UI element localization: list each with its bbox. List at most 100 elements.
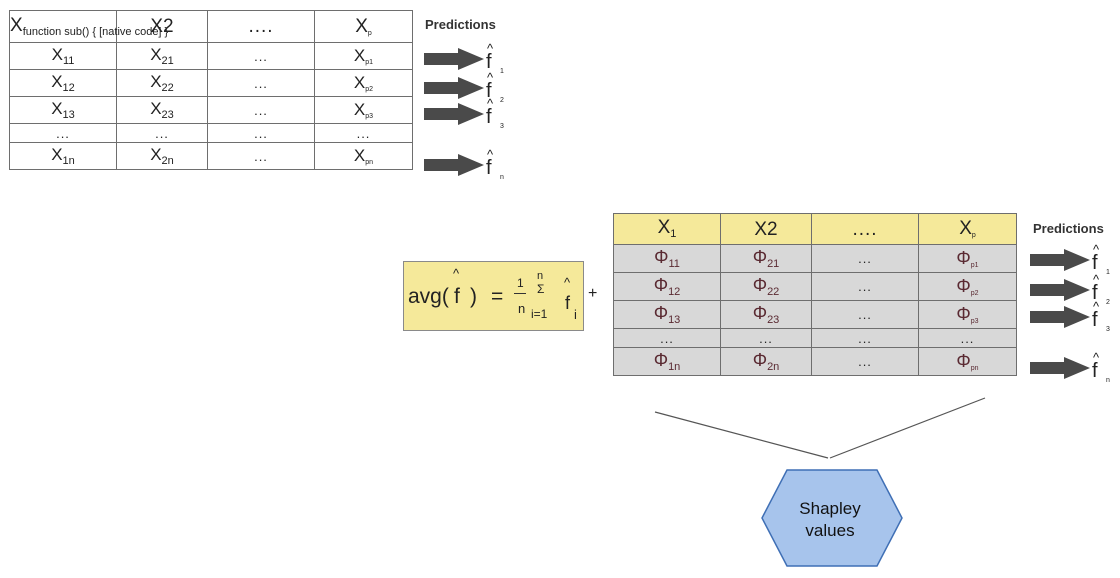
cell: Φ23 [720,300,812,329]
header-dots: .... [207,10,315,43]
header-xp: Xp [918,213,1017,245]
formula-numerator: 1 [517,276,524,290]
cell: ... [811,300,919,329]
cell: Φ1n [613,347,721,376]
formula-avg: avg( [408,285,449,308]
connector-line-right [829,397,986,459]
cell: Φp2 [918,272,1017,301]
average-prediction-formula: avg( ^ f ) = 1 n n Σ i=1 ^ f i [403,261,584,331]
table-row: X1n X2n ... Xpn [9,142,413,170]
arrow-icon [1030,249,1090,271]
cell: ... [207,42,315,70]
cell: X13 [9,96,117,124]
cell: ... [613,328,721,348]
cell: ... [207,69,315,97]
cell: X23 [116,96,208,124]
table-row: Φ11 Φ21 ... Φp1 [613,244,1017,273]
cell: ... [918,328,1017,348]
cell: Φ13 [613,300,721,329]
cell: ... [207,123,315,143]
sigma-icon: Σ [537,282,545,296]
formula-close: ) [470,285,477,308]
cell: Xp1 [314,42,413,70]
connector-line-left [654,411,829,459]
shapley-values-label: Shapley values [770,498,890,542]
table-row: X13 X23 ... Xp3 [9,96,413,124]
cell: X12 [9,69,117,97]
header-xp: Xp [314,10,413,43]
fraction-bar [514,293,526,294]
plus-sign: + [588,285,598,302]
hat-symbol: ^ [453,266,460,281]
table-row: X12 X22 ... Xp2 [9,69,413,97]
formula-fi-sub: i [574,307,577,322]
header-x1: X1 [613,213,721,245]
shapley-table-header-row: X1 X2 .... Xp [613,213,1017,245]
cell: X1n [9,142,117,170]
predictions-label: Predictions [425,17,496,32]
cell: Xp2 [314,69,413,97]
arrow-icon [1030,357,1090,379]
arrow-icon [1030,279,1090,301]
cell: Φpn [918,347,1017,376]
arrow-icon [1030,306,1090,328]
cell: Φ2n [720,347,812,376]
feature-table: Xfunction sub() { [native code] } X2 ...… [9,10,413,170]
arrow-icon [424,103,484,125]
cell: X22 [116,69,208,97]
feature-table-header-row: Xfunction sub() { [native code] } X2 ...… [9,10,413,43]
hat-symbol: ^ [564,275,571,290]
header-dots: .... [811,213,919,245]
formula-denominator: n [518,301,526,316]
formula-equals: = [491,285,504,308]
predictions-label: Predictions [1033,221,1104,236]
cell: ... [811,244,919,273]
formula-fi: f [565,293,571,313]
sum-lower: i=1 [531,307,548,321]
header-x2: X2 [720,213,812,245]
cell: ... [811,272,919,301]
shapley-table: X1 X2 .... Xp Φ11 Φ21 ... Φp1 Φ12 Φ22 ..… [613,213,1017,376]
cell: Φp1 [918,244,1017,273]
cell: ... [811,328,919,348]
cell: ... [207,96,315,124]
cell: Φp3 [918,300,1017,329]
cell: ... [811,347,919,376]
table-row: Φ13 Φ23 ... Φp3 [613,300,1017,329]
hexagon-shape [761,469,903,567]
hexagon-line1: Shapley [799,499,861,518]
sum-upper: n [537,270,544,282]
cell: X2n [116,142,208,170]
cell: ... [314,123,413,143]
cell: Φ22 [720,272,812,301]
header-x2: X2 [116,10,208,43]
cell: ... [207,142,315,170]
cell: Φ11 [613,244,721,273]
cell: ... [116,123,208,143]
table-row: Φ1n Φ2n ... Φpn [613,347,1017,376]
cell: Xpn [314,142,413,170]
header-x1: Xfunction sub() { [native code] } [9,10,168,43]
arrow-icon [424,154,484,176]
cell: Xp3 [314,96,413,124]
formula-f: f [454,285,460,308]
arrow-icon [424,48,484,70]
arrow-icon [424,77,484,99]
